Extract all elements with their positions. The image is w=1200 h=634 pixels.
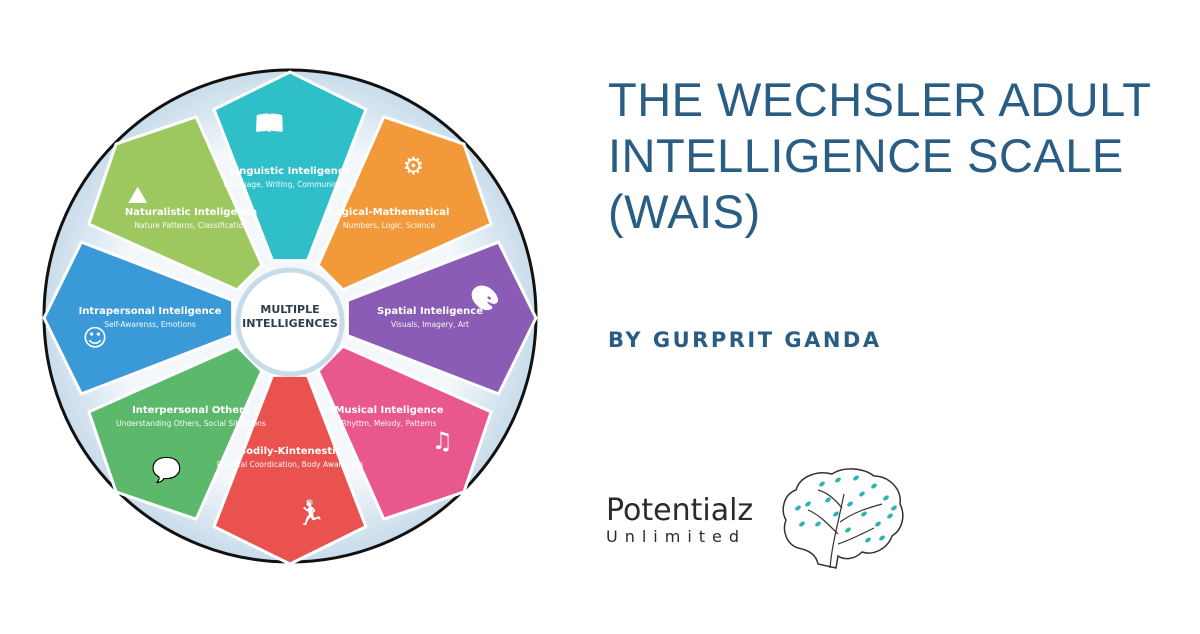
hub-label: MULTIPLE INTELLIGENCES [240,303,340,332]
logo-main-text: Potentialz [606,493,754,528]
running-person-icon: 🏃 [295,498,326,527]
segment-7 [42,240,235,396]
head-speech-bubble-icon: 💬 [151,456,182,485]
segment-subtitle: Rhyttm, Melody, Patterns [341,418,437,428]
segment-subtitle: Understanding Others, Social Situations [116,418,266,428]
leaf [815,521,821,527]
leaf [845,527,851,533]
segment-1 [212,70,368,263]
hub-line-2: INTELLIGENCES [242,317,338,331]
leaf [825,497,831,503]
segment-5 [212,373,368,566]
segment-4 [316,344,493,521]
head-thought-icon: ☺ [82,324,108,353]
segment-title: Musical Inteligence [334,404,444,416]
segment-subtitle: Physical Coordication, Body Awareness [216,459,364,469]
leaf [859,491,865,497]
segment-8 [87,115,264,292]
title-line-2: INTELLIGENCE SCALE [608,129,1124,182]
leaf [835,477,841,483]
segment-subtitle: Self-Awarenss, Emotions [104,319,196,329]
segment-subtitle: Nature Patterns, Classification [134,220,248,230]
segment-title: Linguistic Inteligence [229,165,351,177]
segment-title: Spatial Inteligence [376,305,483,317]
leaf [799,521,805,527]
leaf [875,521,881,527]
leaf [833,511,839,517]
brain-tree-logo-icon [782,468,904,569]
segment-2 [316,115,493,292]
multiple-intelligences-diagram: MULTIPLE INTELLIGENCES Linguistic Inteli… [0,0,580,630]
logo-sub-text: Unlimited [606,527,747,546]
segment-title: Bodily-Kintenestic [238,445,342,457]
music-note-icon: ♫ [431,427,454,456]
leaf [861,511,867,517]
leaf [847,501,853,507]
segment-subtitle: Numbers, Logic, Science [342,220,436,230]
leaf [879,535,885,541]
title-line-3: (WAIS) [608,185,761,238]
book-icon: 📖 [254,109,285,138]
hub-circle [235,267,345,377]
segment-subtitle: Language, Writing, Communication [223,179,357,189]
leaf [795,505,801,511]
leaf [883,495,889,501]
leaf [865,537,871,543]
segment-6 [87,344,264,521]
logo: Potentialz Unlimited [606,493,754,547]
wheel-graphic [42,68,538,566]
segment-title: Logical-Mathematical [328,206,450,218]
palette-icon: 🎨 [469,283,500,312]
hub-line-1: MULTIPLE [260,303,320,316]
leaf [891,505,897,511]
title-line-1: THE WECHSLER ADULT [608,73,1152,126]
segment-title: Naturalistic Inteligence [124,206,258,218]
leaf [887,513,893,519]
leaf [819,481,825,487]
segment-title: Interpersonal Others [132,404,250,416]
page-title: THE WECHSLER ADULT INTELLIGENCE SCALE (W… [608,72,1188,240]
leaf-mountain-icon: ⛰ [127,180,148,209]
leaf [871,483,877,489]
segment-subtitle: Visuals, Imagery, Art [391,319,469,329]
gears-magnifier-icon: ⚙ [402,151,425,180]
segment-title: Intrapersonal Inteligence [78,305,222,317]
author-byline: BY GURPRIT GANDA [608,328,882,352]
segment-3 [345,240,538,396]
leaf [853,475,859,481]
leaf [805,501,811,507]
